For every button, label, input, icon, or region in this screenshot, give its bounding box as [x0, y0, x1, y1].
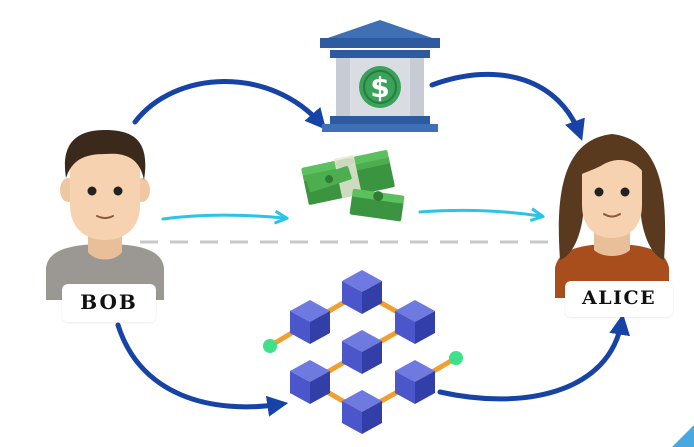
arrow-cash-to-alice	[418, 210, 540, 216]
arrow-bob-to-bank	[132, 79, 327, 130]
cube	[342, 270, 382, 314]
cube	[342, 390, 382, 434]
alice-name-label: ALICE	[565, 281, 673, 317]
cube	[290, 360, 330, 404]
cube	[395, 360, 435, 404]
cube	[342, 330, 382, 374]
bob-name-label: BOB	[62, 284, 156, 322]
arrow-bank-to-alice	[429, 71, 585, 141]
arrow-bob-to-cash	[161, 215, 284, 219]
cube	[290, 300, 330, 344]
bob-avatar	[46, 130, 164, 300]
blockchain-network-icon	[263, 270, 463, 434]
cash-stack-icon	[301, 150, 405, 222]
bank-dollar-symbol: $	[370, 71, 389, 104]
corner-accent	[672, 425, 694, 447]
alice-avatar	[555, 134, 669, 298]
arrow-network-to-alice	[437, 313, 631, 402]
arrow-bob-to-network	[115, 322, 289, 417]
bank-icon: $	[320, 20, 440, 132]
cube	[395, 300, 435, 344]
